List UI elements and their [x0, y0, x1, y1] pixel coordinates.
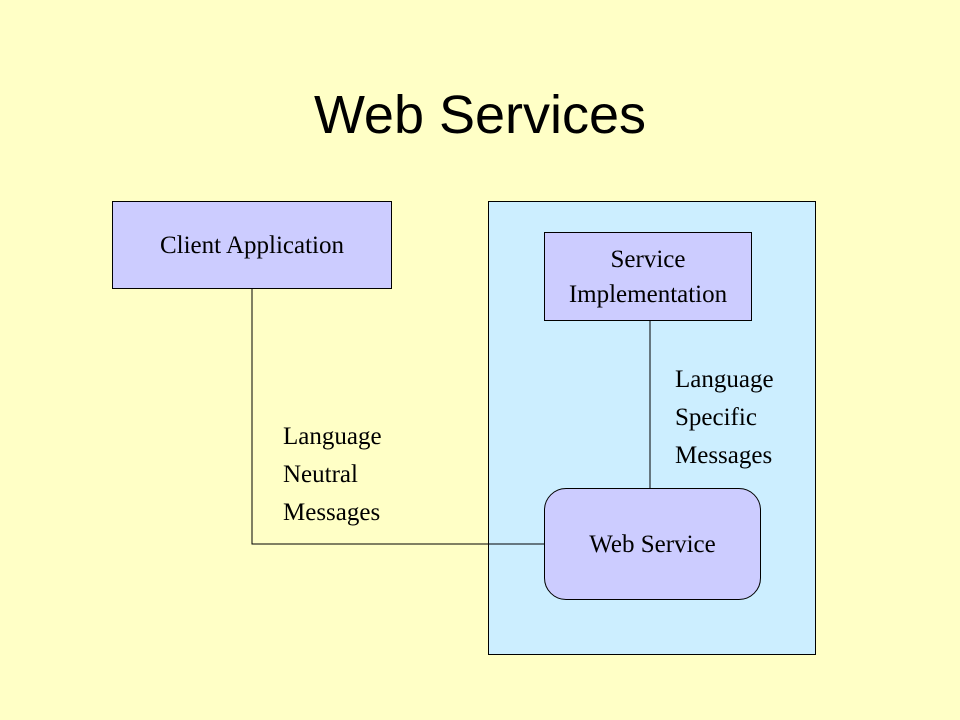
neutral-messages-label: Language Neutral Messages [283, 418, 382, 532]
client-application-node: Client Application [112, 201, 392, 289]
neutral-messages-connector [251, 289, 544, 545]
web-service-label: Web Service [589, 530, 716, 558]
specific-label-line: Messages [675, 442, 773, 469]
service-implementation-node: Service Implementation [544, 232, 752, 321]
specific-label-line: Language [675, 366, 774, 393]
neutral-label-line: Neutral [283, 461, 358, 488]
specific-label-line: Specific [675, 404, 757, 431]
client-application-label: Client Application [159, 231, 344, 259]
neutral-label-line: Messages [283, 499, 381, 526]
slide-title: Web Services [313, 85, 647, 145]
neutral-label-line: Language [283, 423, 382, 450]
web-service-node: Web Service [544, 488, 761, 600]
service-implementation-label: Service Implementation [568, 245, 728, 308]
specific-messages-label: Language Specific Messages [675, 361, 774, 475]
